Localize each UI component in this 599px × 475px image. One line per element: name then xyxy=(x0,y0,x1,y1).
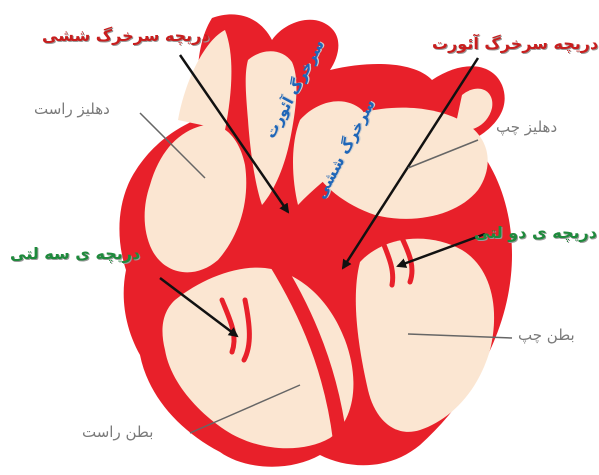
label-left-atrium: دهلیز چپ xyxy=(496,118,557,136)
label-left-ventricle: بطن چپ xyxy=(518,326,575,344)
label-mitral-valve: دریچه ی دو لتی xyxy=(474,223,597,242)
label-pulmonary-valve: دریچه سرخرگ ششی xyxy=(42,26,210,45)
label-aortic-valve: دریچه سرخرگ آئورت xyxy=(432,34,598,53)
label-tricuspid-valve: دریچه ی سه لتی xyxy=(10,244,140,263)
label-right-atrium: دهلیز راست xyxy=(34,100,110,118)
label-right-ventricle: بطن راست xyxy=(82,423,153,441)
